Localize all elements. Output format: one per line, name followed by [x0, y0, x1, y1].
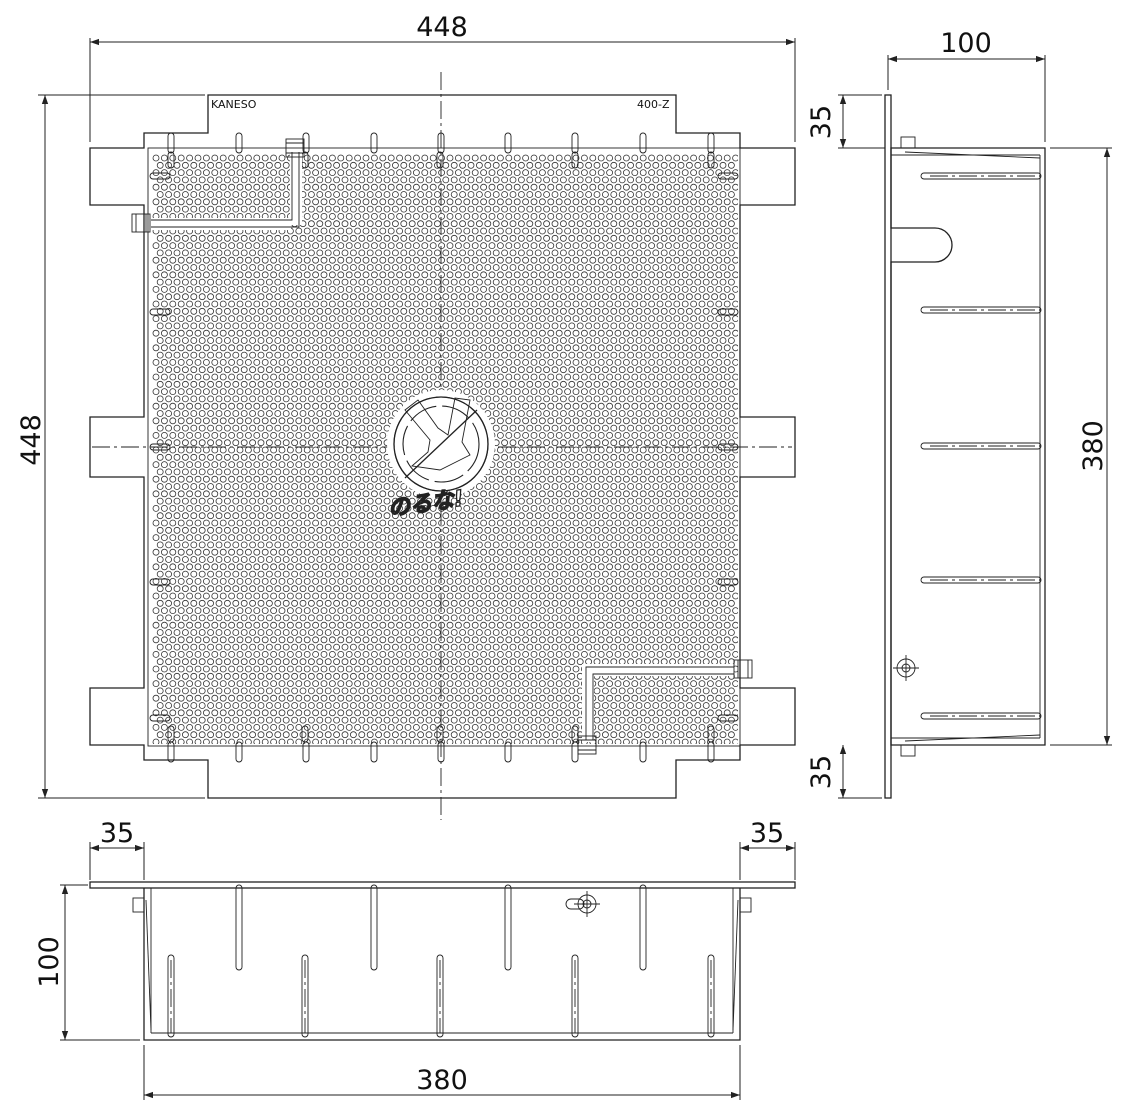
- model-label: 400-Z: [637, 98, 670, 111]
- foot-icon: [404, 397, 471, 471]
- plan-height-dim: 448: [16, 414, 47, 466]
- front-body-outline: [143, 888, 741, 1041]
- front-right-flange-dim: 35: [750, 818, 784, 849]
- side-body-outline: [890, 147, 1046, 746]
- front-ribs: [167, 884, 715, 1038]
- handle-bottom-right: [577, 659, 753, 755]
- front-left-flange-dim: 35: [100, 818, 134, 849]
- plan-width-dim: 448: [416, 12, 468, 43]
- front-view: 35 35 100 380: [34, 818, 796, 1100]
- side-ribs: [920, 172, 1042, 720]
- side-bottom-flange-dim: 35: [806, 755, 837, 789]
- handle-top-left: [131, 138, 305, 233]
- side-depth-dim: 100: [940, 28, 992, 59]
- side-knob: [893, 655, 919, 681]
- front-knob: [565, 891, 600, 917]
- side-inner-dim: 380: [1078, 420, 1109, 472]
- brand-label: KANESO: [211, 98, 257, 111]
- plan-flange-outline: [89, 94, 796, 799]
- side-top-flange-dim: 35: [806, 105, 837, 139]
- front-depth-dim: 100: [34, 936, 65, 988]
- front-inner-dim: 380: [416, 1065, 468, 1096]
- perforation-pattern: [152, 154, 738, 744]
- plan-view: KANESO 400-Z: [16, 12, 796, 820]
- side-view: 100 35 380 35: [806, 28, 1112, 799]
